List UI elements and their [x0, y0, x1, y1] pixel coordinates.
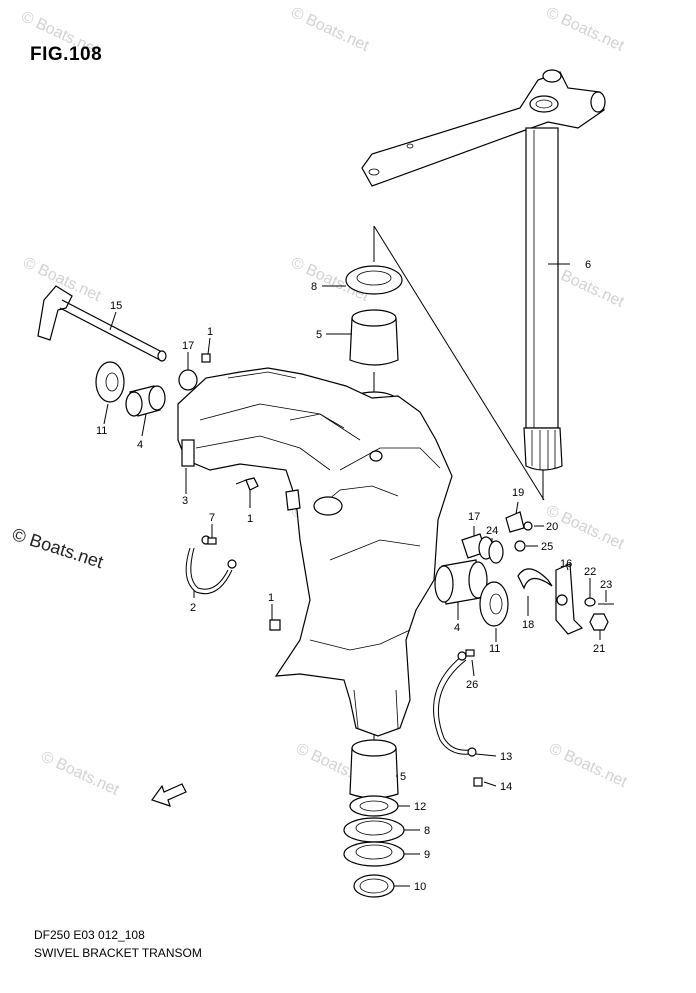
callout-25: 25 [541, 541, 553, 553]
leader-lines [103, 263, 607, 887]
figure-code: DF250 E03 012_108 [34, 928, 145, 942]
callout-5: 5 [400, 771, 406, 783]
callout-5: 5 [316, 329, 322, 341]
callout-1: 1 [207, 326, 213, 338]
swivel-bracket-body [177, 367, 453, 737]
callout-6: 6 [585, 259, 591, 271]
callout-15: 15 [110, 300, 122, 312]
right-side-parts [235, 477, 614, 635]
watermark-text: © Boats.net [543, 4, 627, 55]
callout-1: 1 [268, 592, 274, 604]
ground-wire-right [433, 649, 483, 787]
fwd-label: FWD [165, 788, 181, 799]
callout-17: 17 [182, 340, 194, 352]
fwd-arrow: FWD [151, 783, 187, 807]
ground-wire-left [185, 535, 237, 595]
callout-4: 4 [137, 439, 143, 451]
callout-12: 12 [414, 801, 426, 813]
callout-1: 1 [247, 513, 253, 525]
callout-16: 16 [560, 558, 572, 570]
callout-26: 26 [466, 679, 478, 691]
tilt-rod-part [37, 285, 167, 362]
callout-9: 9 [424, 849, 430, 861]
lower-bushings [343, 739, 405, 898]
callout-4: 4 [454, 622, 460, 634]
watermark-text: © Boats.net [288, 4, 372, 55]
callout-7: 7 [209, 512, 215, 524]
callout-18: 18 [522, 619, 534, 631]
callout-3: 3 [182, 495, 188, 507]
callout-11: 11 [489, 643, 500, 655]
figure-name: SWIVEL BRACKET TRANSOM [34, 946, 202, 960]
callout-22: 22 [584, 566, 596, 578]
steering-shaft-part [361, 69, 606, 471]
callout-24: 24 [486, 525, 498, 537]
callout-21: 21 [593, 643, 605, 655]
callout-17: 17 [468, 511, 480, 523]
callout-19: 19 [512, 487, 524, 499]
callout-23: 23 [600, 579, 612, 591]
upper-bushings [345, 265, 403, 417]
figure-title: FIG.108 [30, 44, 103, 65]
watermark-text: © Boats.net [546, 740, 630, 791]
callout-20: 20 [546, 521, 558, 533]
callout-13: 13 [500, 751, 512, 763]
callout-8: 8 [311, 281, 317, 293]
watermark-text: © Boats.net [38, 748, 122, 799]
callout-14: 14 [500, 781, 512, 793]
callout-2: 2 [190, 602, 196, 614]
callout-8: 8 [424, 825, 430, 837]
left-side-parts [95, 353, 211, 417]
callout-10: 10 [414, 881, 426, 893]
callout-labels: 6 8 5 15 1 17 11 4 3 1 7 2 1 17 24 19 20… [96, 259, 612, 893]
callout-11: 11 [96, 425, 107, 437]
